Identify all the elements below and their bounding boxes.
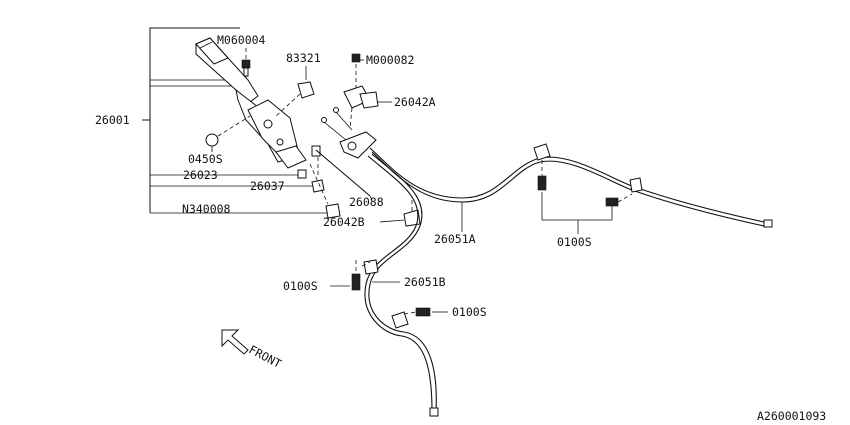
label-0100s-left: 0100S — [283, 279, 318, 293]
diagram-id: A260001093 — [757, 409, 826, 423]
bolt-0450s: 0450S — [188, 115, 251, 166]
bolt-0100s-left: 0100S — [283, 260, 371, 293]
label-26042b: 26042B — [323, 215, 365, 229]
label-n340008: N340008 — [182, 202, 231, 216]
label-83321: 83321 — [286, 51, 321, 65]
rod-26088: 26088 — [315, 149, 384, 209]
lever-small-parts — [297, 145, 341, 219]
label-26023: 26023 — [183, 168, 218, 182]
label-26037: 26037 — [250, 179, 285, 193]
label-26088: 26088 — [349, 195, 384, 209]
label-26042a: 26042A — [394, 95, 436, 109]
switch-83321: 83321 — [275, 51, 321, 117]
label-26051a: 26051A — [434, 232, 476, 246]
label-0100s-right: 0100S — [557, 235, 592, 249]
bracket-26042b: 26042B — [323, 200, 421, 229]
label-m000082: M000082 — [366, 53, 414, 67]
front-direction-arrow-icon — [221, 329, 249, 355]
label-front: FRONT — [247, 342, 284, 371]
cable-equalizer — [321, 107, 377, 159]
cable-26051b: 26051B — [363, 153, 446, 417]
bolt-m060004: M060004 — [217, 33, 266, 78]
label-m060004: M060004 — [217, 33, 266, 47]
assembly-bracket-frame — [142, 27, 328, 214]
parking-brake-lever — [195, 37, 307, 169]
bolt-0100s-mid: 0100S — [403, 305, 487, 319]
bolts-0100s-right: 0100S — [537, 160, 633, 249]
label-26001: 26001 — [95, 113, 130, 127]
bracket-26042a: M000082 26042A — [343, 53, 436, 129]
label-0450s: 0450S — [188, 152, 223, 166]
cable-26051a: 26051A — [369, 143, 773, 246]
label-0100s-mid: 0100S — [452, 305, 487, 319]
label-26051b: 26051B — [404, 275, 446, 289]
